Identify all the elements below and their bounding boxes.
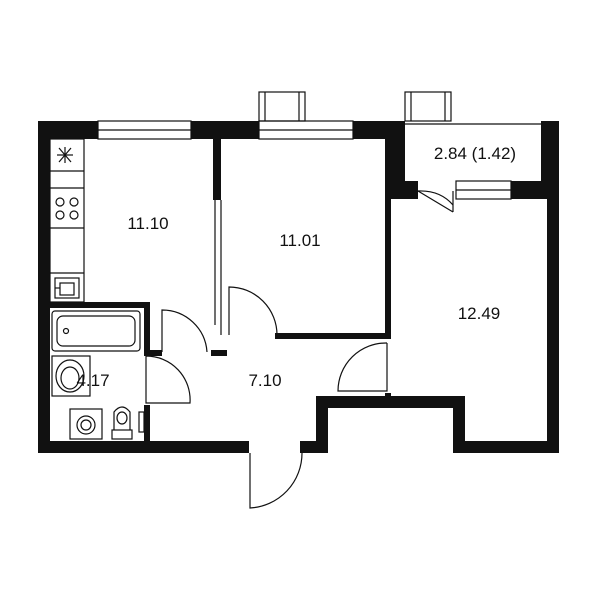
doors [145,190,454,509]
wall-bathroom-top [50,302,150,308]
wall-bottom-right [453,441,559,453]
wall-top-left [38,121,98,139]
wall-balcony-bottom-left [385,181,418,199]
wall-living-stub [385,393,391,399]
wall-bedroom-right [385,199,391,339]
wall-partition-kitchen-bedroom [213,139,221,200]
washbasin-icon [51,355,91,397]
door-entrance [249,452,303,509]
sink-icon [54,277,80,299]
toilet-icon [111,406,145,440]
wall-hallway-stub [211,350,227,356]
wall-bathroom-right-upper [144,302,150,356]
wall-balcony-left [385,121,405,199]
wall-bottom-left [38,441,249,453]
bedroom-area-label: 11.01 [279,231,320,250]
wall-right [547,185,559,453]
washing-machine-icon [69,408,103,440]
door-living-room [337,342,388,392]
bathtub-icon [51,310,141,352]
wall-notch-right [453,396,465,453]
kitchen-counter [49,138,85,303]
stove-icon [57,147,73,163]
wall-top-mid [191,121,259,139]
wall-bedroom-bottom [275,333,391,339]
door-bedroom [228,286,278,336]
door-bathroom [145,355,191,404]
windows [97,91,512,200]
wall-notch-left [316,396,328,453]
window-sill-balcony [404,91,452,122]
wall-bathroom-right-lower [144,405,150,441]
wall-left [38,121,50,453]
bathroom-area-label: 4.17 [76,371,109,390]
balcony-area-label: 2.84 (1.42) [434,144,516,163]
window-sill-bedroom [258,91,306,122]
hallway-area-label: 7.10 [248,371,281,390]
door-balcony [417,190,454,213]
kitchen-area-label: 11.10 [127,214,168,233]
wall-balcony-bottom-right [511,181,559,199]
wall-balcony-right [541,121,559,185]
living-room-area-label: 12.49 [458,304,501,323]
walls [38,121,559,453]
hob-icon [55,197,79,220]
door-kitchen [161,309,208,353]
wall-bathroom-right-stub [144,350,162,356]
wall-notch-top [316,396,465,408]
